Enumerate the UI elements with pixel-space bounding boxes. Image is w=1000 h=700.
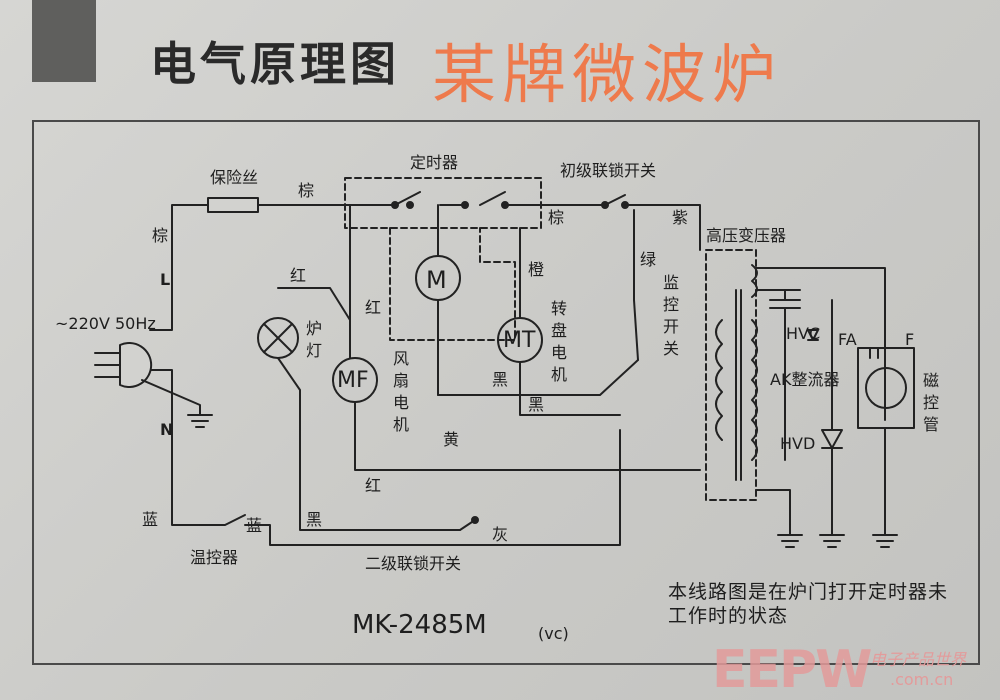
wire-thermostat xyxy=(244,429,621,546)
f-label: F xyxy=(905,330,915,349)
timer-label: 定时器 xyxy=(410,153,459,172)
magnetron-cap xyxy=(869,347,879,359)
fuse-symbol xyxy=(207,197,259,213)
wire-black-label-3: 黑 xyxy=(306,510,323,529)
watermark-logo: EEPW xyxy=(712,640,873,700)
transformer-secondary xyxy=(751,319,758,461)
ground-3 xyxy=(872,524,898,548)
brand-overlay: 某牌微波炉 xyxy=(432,39,782,113)
ground-1 xyxy=(777,524,803,548)
timer-box xyxy=(344,177,542,229)
wire-to-transformer xyxy=(624,204,701,251)
wire-lamp xyxy=(277,287,461,531)
lamp-label: 炉灯 xyxy=(305,319,322,360)
watermark-cn: 电子产品世界 xyxy=(870,650,967,669)
fa-label: FA xyxy=(838,330,857,349)
wire-yellow-label: 黄 xyxy=(443,430,460,449)
secondary-switch-label: 二级联锁开关 xyxy=(365,554,462,573)
magnetron-symbol xyxy=(865,367,907,409)
ak-rectifier xyxy=(807,329,819,341)
timer-switch-2 xyxy=(439,191,506,206)
magnetron-label: 磁控管 xyxy=(922,371,939,434)
wire-turntable xyxy=(519,227,621,416)
transformer-core xyxy=(735,289,742,481)
hvd-diode xyxy=(821,299,843,526)
wire-gray-label: 灰 xyxy=(492,525,509,544)
wire-purple-label: 紫 xyxy=(672,208,689,227)
wire-brown-label-1: 棕 xyxy=(298,181,315,200)
timer-motor-box xyxy=(389,227,516,341)
wire-brown-label-2: 棕 xyxy=(152,226,169,245)
wire-red-label-2: 红 xyxy=(365,298,382,317)
diagram-frame xyxy=(32,120,980,665)
wire-fan xyxy=(349,204,701,471)
transformer-label: 高压变压器 xyxy=(706,226,787,245)
transformer-filament xyxy=(751,264,758,298)
turntable-motor-label: MT xyxy=(503,328,536,353)
live-label: L xyxy=(160,270,171,289)
ak-rectifier-label: AK整流器 xyxy=(770,370,840,389)
wire-live xyxy=(149,204,209,331)
hvd-label: HVD xyxy=(780,434,816,453)
fuse-label: 保险丝 xyxy=(210,168,259,187)
wire-black-label-2: 黑 xyxy=(528,395,545,414)
turntable-motor-caption: 转盘电机 xyxy=(550,299,567,384)
transformer-primary xyxy=(715,319,723,441)
transformer-box xyxy=(705,249,757,501)
timer-contact-1 xyxy=(391,201,399,209)
fan-motor-label: MF xyxy=(337,368,369,393)
ground-2 xyxy=(819,524,845,548)
hvc-label: HVC xyxy=(786,324,821,343)
neutral-label: N xyxy=(160,420,174,439)
timer-contact-3 xyxy=(461,201,469,209)
state-note: 本线路图是在炉门打开定时器未工作时的状态 xyxy=(668,581,949,627)
monitor-switch xyxy=(633,209,639,361)
fan-motor-caption: 风扇电机 xyxy=(392,349,409,434)
supply-label: ~220V 50Hz xyxy=(55,314,156,333)
wire-orange-label: 橙 xyxy=(528,260,545,279)
ground-plug xyxy=(141,379,213,428)
plug-body xyxy=(119,342,153,388)
model-version: (vc) xyxy=(538,624,569,643)
primary-switch-label: 初级联锁开关 xyxy=(560,161,657,180)
hvc-capacitor xyxy=(769,289,801,461)
thermostat-label: 温控器 xyxy=(190,548,239,567)
plug-pins xyxy=(94,352,121,378)
model-number: MK-2485M xyxy=(352,610,487,640)
monitor-switch-label: 监控开关 xyxy=(662,273,679,358)
wire-blue-label-1: 蓝 xyxy=(142,510,159,529)
header-block xyxy=(32,0,96,82)
wire-secondary xyxy=(755,267,886,526)
watermark-url: .com.cn xyxy=(890,670,954,689)
secondary-contact xyxy=(471,516,479,524)
page-title: 电气原理图 xyxy=(150,37,400,91)
timer-motor-label: M xyxy=(426,266,447,294)
wire-blue-label-2: 蓝 xyxy=(246,516,263,535)
wire-monitor xyxy=(437,359,639,396)
wire-red-label-3: 红 xyxy=(365,476,382,495)
timer-contact-2 xyxy=(406,201,414,209)
wire-neutral xyxy=(149,369,201,526)
primary-contact-1 xyxy=(601,201,609,209)
wire-red-label-1: 红 xyxy=(290,266,307,285)
wire-black-label-1: 黑 xyxy=(492,370,509,389)
thermostat-switch xyxy=(199,514,246,526)
wire-brown-label-3: 棕 xyxy=(548,208,565,227)
lamp-cross xyxy=(263,323,293,353)
wire-green-label: 绿 xyxy=(640,250,657,269)
